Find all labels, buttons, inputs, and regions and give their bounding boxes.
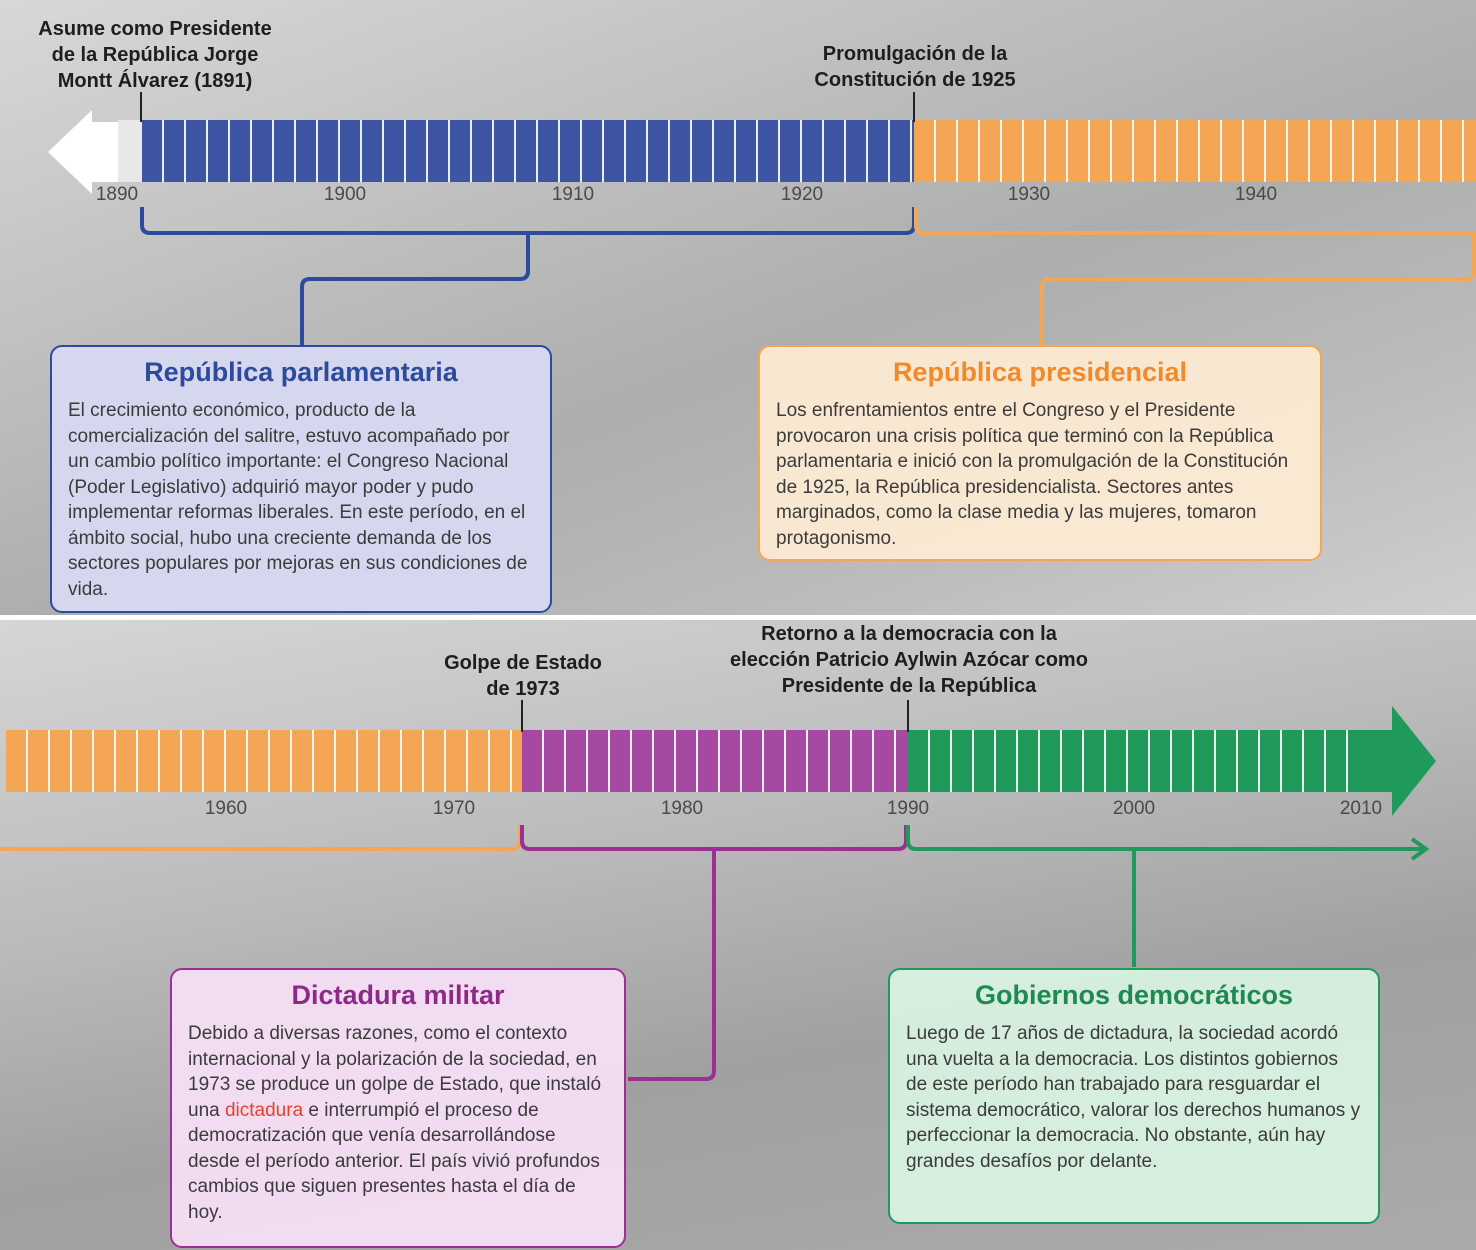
card-title: Gobiernos democráticos [974, 980, 1294, 1010]
event-montt: Asume como Presidente de la República Jo… [38, 18, 272, 92]
tick-constitucion [913, 92, 915, 122]
tick-retorno [907, 700, 909, 732]
card-text: Los enfrentamientos entre el Congreso y … [776, 400, 1289, 549]
card-text-part: Debido a diversas razones, como el conte… [188, 1023, 602, 1121]
year-label: 1920 [780, 184, 824, 205]
year-label: 1910 [551, 184, 595, 205]
year-label: 1900 [323, 184, 367, 205]
tick-golpe [521, 700, 523, 732]
bar-democraticos [908, 730, 1364, 792]
connector-dictadura [628, 849, 716, 1081]
year-label: 1960 [204, 798, 248, 819]
card-presidencial: República presidencial Los enfrentamient… [758, 345, 1322, 561]
bar-presidencial-top [914, 120, 1476, 182]
bracket-presidencial-end [0, 825, 522, 851]
arrow-right-icon [1410, 837, 1430, 861]
event-constitucion: Promulgación de la Constitución de 1925 [814, 43, 1016, 91]
year-label: 1940 [1234, 184, 1278, 205]
tick-montt [140, 92, 142, 122]
bracket-parlamentaria [140, 207, 916, 235]
card-text-part: e interrumpió el proceso de democratizac… [188, 1099, 600, 1223]
timeline-bottom-lines [0, 706, 1436, 1081]
bar-parlamentaria [142, 120, 914, 182]
timeline-panel-top: Asume como Presidente de la República Jo… [0, 0, 1476, 615]
connector-parlamentaria [300, 233, 530, 345]
card-parlamentaria: República parlamentaria El crecimiento e… [50, 345, 552, 613]
card-text: Debido a diversas razones, como el conte… [188, 1021, 608, 1225]
card-title: Dictadura militar [291, 980, 505, 1010]
card-text: Luego de 17 años de dictadura, la socied… [906, 1023, 1361, 1172]
timeline-top-lines [48, 110, 1476, 345]
year-label: 1890 [95, 184, 139, 205]
connector-presidencial [1040, 233, 1476, 345]
left-arrow-icon [48, 110, 118, 194]
card-title: República parlamentaria [144, 357, 458, 387]
highlight-dictadura: dictadura [224, 1099, 304, 1121]
bar-dictadura [522, 730, 908, 792]
event-retorno: Retorno a la democracia con la elección … [730, 623, 1088, 697]
year-label: 1980 [660, 798, 704, 819]
timeline-arrowhead-icon [1362, 706, 1436, 816]
event-golpe: Golpe de Estado de 1973 [444, 652, 602, 700]
card-text: El crecimiento económico, producto de la… [68, 400, 528, 600]
year-label: 2000 [1112, 798, 1156, 819]
year-label: 1930 [1007, 184, 1051, 205]
timeline-panel-bottom: Golpe de Estado de 1973 Retorno a la dem… [0, 620, 1476, 1250]
card-title: República presidencial [892, 357, 1188, 387]
bracket-dictadura [520, 825, 908, 851]
card-dictadura: Dictadura militar Debido a diversas razo… [170, 968, 626, 1248]
year-label: 1990 [886, 798, 930, 819]
bar-presidencial-bottom [6, 730, 522, 792]
bracket-democraticos [906, 825, 1424, 851]
year-label: 1970 [432, 798, 476, 819]
bracket-presidencial [914, 207, 1476, 235]
year-label: 2010 [1339, 798, 1383, 819]
card-democraticos: Gobiernos democráticos Luego de 17 años … [888, 968, 1380, 1224]
